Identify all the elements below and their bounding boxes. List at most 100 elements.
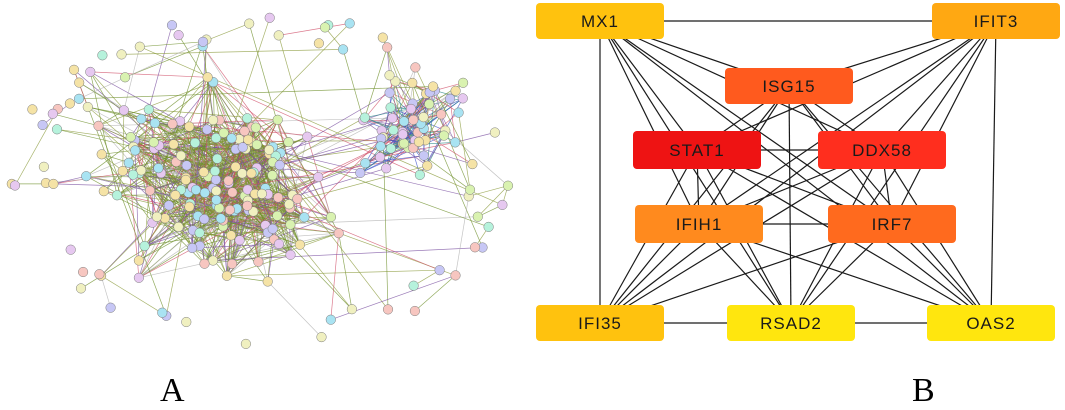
network-a-node <box>489 127 500 138</box>
network-a-node <box>387 113 398 124</box>
edge-isg15-oas2 <box>788 85 992 324</box>
network-a-node <box>197 36 209 47</box>
network-a-node <box>407 77 418 88</box>
network-a-edge <box>365 147 409 164</box>
network-a-edge <box>239 232 339 241</box>
network-a-edge <box>207 77 274 148</box>
network-a-edge <box>215 17 271 180</box>
network-a-edge <box>267 176 319 195</box>
network-a-node <box>94 269 105 280</box>
network-a-node <box>384 87 395 98</box>
network-a-edge <box>206 77 208 130</box>
gene-node-label: STAT1 <box>669 141 724 160</box>
network-a-node <box>267 170 278 181</box>
network-a-node <box>344 18 355 29</box>
network-a-node <box>384 70 395 81</box>
network-a-edge <box>247 139 489 228</box>
network-a-node <box>166 20 178 31</box>
network-a-node <box>210 174 221 185</box>
network-a-node <box>234 235 245 246</box>
network-a-node <box>209 166 221 177</box>
network-a-edge <box>411 82 483 248</box>
network-a-node <box>272 114 283 125</box>
network-a-node <box>211 132 222 144</box>
network-a-node <box>390 76 401 87</box>
network-a-edge <box>423 155 471 190</box>
edge-ifit3-oas2 <box>990 20 997 324</box>
network-a-edge <box>78 41 204 100</box>
gene-node-box <box>932 3 1060 39</box>
network-a-edge <box>124 45 203 78</box>
network-a-edge <box>138 134 403 279</box>
network-a-node <box>208 115 219 126</box>
network-a-edge <box>212 176 319 261</box>
gene-node-label: IFIT3 <box>974 12 1019 31</box>
network-a-diagram <box>6 12 514 349</box>
network-a-node <box>253 256 264 267</box>
network-a-node <box>355 167 366 178</box>
network-a-node <box>230 161 241 172</box>
gene-node-ifit3: IFIT3 <box>932 3 1060 39</box>
network-a-node <box>284 199 295 210</box>
network-a-node <box>181 316 192 328</box>
network-a-node <box>199 187 210 198</box>
network-a-node <box>414 169 425 180</box>
network-a-edge <box>477 185 509 217</box>
network-a-node <box>457 93 468 104</box>
network-a-node <box>82 101 93 113</box>
network-a-edge <box>87 106 222 219</box>
network-a-node <box>38 161 49 172</box>
network-a-edge <box>133 126 190 148</box>
network-a-edge <box>444 130 471 190</box>
edge-ifit3-ifih1 <box>698 20 997 225</box>
network-a-node <box>244 18 255 29</box>
network-a-node <box>313 38 324 49</box>
gene-node-label: ISG15 <box>762 77 815 96</box>
network-a-node <box>218 127 229 138</box>
network-a-node <box>375 141 386 152</box>
network-a-edge <box>130 77 208 138</box>
network-a-edge <box>78 86 434 100</box>
network-a-node <box>256 188 267 199</box>
network-a-edge <box>242 147 278 216</box>
panel-label-b: B <box>912 372 935 409</box>
network-a-edge <box>14 108 59 186</box>
network-a-edge <box>144 218 166 247</box>
network-a-node <box>85 66 96 77</box>
network-a-edge <box>87 106 154 143</box>
network-a-node <box>424 99 435 110</box>
network-a-edge <box>299 244 353 310</box>
network-a-edge <box>303 217 339 234</box>
gene-node-isg15: ISG15 <box>725 68 853 104</box>
gene-node-box <box>633 131 761 169</box>
network-a-node <box>148 137 159 148</box>
network-a-node <box>338 44 349 55</box>
network-a-node <box>163 200 174 211</box>
network-a-edge <box>342 49 364 121</box>
network-a-node <box>9 180 21 191</box>
network-a-node <box>227 187 238 198</box>
network-a-node <box>37 119 48 131</box>
network-a-edge <box>130 136 243 148</box>
network-a-node <box>47 108 58 119</box>
network-a-edge <box>468 185 509 197</box>
network-a-edge <box>288 203 332 218</box>
network-a-node <box>382 42 393 53</box>
network-a-node <box>136 165 147 176</box>
network-a-edge <box>199 161 273 234</box>
network-a-node <box>436 109 447 120</box>
network-a-node <box>273 192 284 203</box>
network-a-node <box>78 266 89 278</box>
network-a-edge <box>365 155 424 164</box>
network-a-node <box>408 114 419 125</box>
network-a-edge <box>160 41 204 174</box>
network-a-edge <box>267 281 322 338</box>
network-a-edge <box>202 46 280 166</box>
network-a-node <box>299 212 310 223</box>
network-a-node <box>173 30 184 41</box>
network-a-node <box>194 227 205 238</box>
network-a-node <box>51 124 63 135</box>
network-a-edge <box>363 119 405 122</box>
network-a-edge <box>202 46 214 121</box>
